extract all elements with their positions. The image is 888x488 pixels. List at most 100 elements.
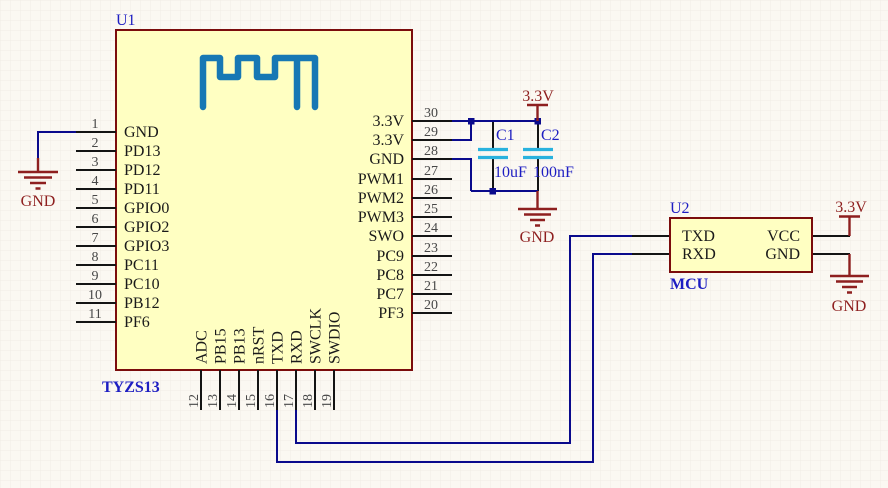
gnd-symbol-u2[interactable] [830, 254, 869, 294]
pin-number: 23 [424, 241, 438, 256]
pin-label: GND [124, 124, 159, 141]
power-3v3-symbol-caps[interactable] [527, 103, 548, 121]
pin-label: VCC [767, 228, 800, 245]
power-3v3-net-label: 3.3V [522, 88, 554, 105]
pin-label: GND [369, 151, 404, 168]
pin-number: 6 [92, 212, 99, 227]
pin-label: PB13 [232, 328, 249, 364]
gnd-net-label: GND [21, 193, 56, 210]
antenna-icon [199, 54, 319, 111]
pin-label: PD13 [124, 143, 160, 160]
pin-number: 2 [92, 136, 99, 151]
pin-label: PWM2 [358, 190, 404, 207]
pin-number: 13 [206, 394, 221, 408]
pin-label: PF3 [378, 305, 404, 322]
pin-label: PWM3 [358, 209, 404, 226]
c2-value: 100nF [533, 164, 574, 181]
pin-number: 20 [424, 298, 438, 313]
pin-number: 27 [424, 164, 438, 179]
u1-left-pin-stubs [76, 131, 116, 323]
pin-number: 28 [424, 144, 438, 159]
pin-number: 9 [92, 269, 99, 284]
c1-value: 10uF [494, 164, 527, 181]
pin-number: 16 [263, 394, 278, 408]
power-3v3-net-label: 3.3V [835, 199, 867, 216]
pin-number: 19 [320, 394, 335, 408]
pin-label: ADC [194, 330, 211, 364]
u2-designator: U2 [670, 200, 690, 217]
pin-label: PB12 [124, 295, 160, 312]
gnd-symbol-caps[interactable] [518, 191, 557, 227]
pin-label: PC9 [376, 248, 404, 265]
pin-number: 7 [92, 231, 99, 246]
pin-number: 1 [92, 117, 99, 132]
gnd-symbol-u1[interactable] [18, 158, 58, 190]
pin-number: 14 [225, 394, 240, 408]
pin-number: 25 [424, 202, 438, 217]
junction-dots [468, 118, 541, 195]
pin-label: GPIO3 [124, 238, 169, 255]
pin-label: RXD [682, 246, 716, 263]
pin-number: 15 [244, 394, 259, 408]
pin-number: 21 [424, 279, 438, 294]
power-3v3-symbol-u2[interactable] [839, 215, 860, 237]
c2-designator: C2 [541, 127, 560, 144]
pin-label: TXD [270, 331, 287, 364]
junction-dot [468, 118, 475, 125]
pin-label: PC8 [376, 267, 404, 284]
pin-number: 12 [187, 394, 202, 408]
pin-label: 3.3V [372, 113, 404, 130]
gnd-net-label: GND [520, 229, 555, 246]
pin-label: GPIO0 [124, 200, 169, 217]
pin-label: PWM1 [358, 171, 404, 188]
u2-body[interactable] [669, 217, 813, 273]
pin-number: 5 [92, 193, 99, 208]
pin-label: SWDIO [327, 312, 344, 364]
pin-number: 30 [424, 106, 438, 121]
pin-label: SWCLK [308, 308, 325, 364]
pin-label: PC11 [124, 257, 159, 274]
pin-number: 29 [424, 125, 438, 140]
u1-bottom-pin-stubs [200, 370, 335, 410]
u2-pin-stubs [632, 235, 850, 255]
pin-number: 17 [282, 394, 297, 408]
pin-label: PD12 [124, 162, 160, 179]
pin-label: 3.3V [372, 132, 404, 149]
wire-pin29-to-rail[interactable] [452, 121, 472, 141]
u1-body[interactable] [115, 29, 413, 371]
pin-label: PB15 [213, 328, 230, 364]
pin-number: 10 [88, 288, 102, 303]
pin-number: 8 [92, 250, 99, 265]
pin-number: 4 [92, 174, 99, 189]
u1-part-label: TYZS13 [102, 379, 160, 396]
pin-label: PC7 [376, 286, 404, 303]
wire-pin1-to-gnd[interactable] [37, 131, 76, 158]
junction-dot [489, 188, 496, 195]
wires[interactable] [37, 120, 632, 463]
pin-label: nRST [251, 326, 268, 364]
pin-label: SWO [368, 228, 404, 245]
pin-number: 3 [92, 155, 99, 170]
pin-label: PD11 [124, 181, 160, 198]
pin-label: PC10 [124, 276, 160, 293]
pin-number: 11 [88, 307, 101, 322]
u2-part-label: MCU [670, 276, 709, 293]
pin-number: 18 [301, 394, 316, 408]
wire-u1rxd-to-u2txd[interactable] [295, 235, 632, 444]
capacitor-c2-plates[interactable] [523, 147, 553, 160]
wire-u1txd-to-u2rxd[interactable] [276, 253, 632, 463]
pin-label: GND [765, 246, 800, 263]
c1-designator: C1 [496, 127, 515, 144]
capacitor-c1-plates[interactable] [478, 147, 508, 160]
pin-number: 26 [424, 183, 438, 198]
wire-pin28-to-gnd-rail[interactable] [452, 158, 472, 191]
pin-label: RXD [289, 330, 306, 364]
pin-number: 22 [424, 260, 438, 275]
pin-label: TXD [682, 228, 715, 245]
power-symbols[interactable] [18, 103, 869, 294]
capacitor-plates[interactable] [478, 147, 553, 160]
u1-right-pin-stubs [412, 120, 452, 314]
u1-pin-stubs [76, 120, 850, 410]
